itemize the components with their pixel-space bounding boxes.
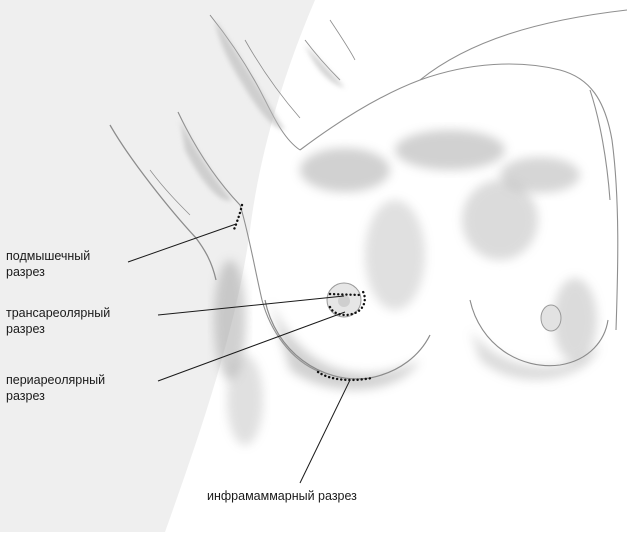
leader-inframammary xyxy=(300,380,350,483)
transareolar-label-line-2: разрез xyxy=(6,321,110,337)
inframammary-incision-label: инфрамаммарный разрез xyxy=(207,488,357,504)
axillary-incision-label: подмышечный разрез xyxy=(6,248,90,280)
inframammary-label-line-1: инфрамаммарный разрез xyxy=(207,488,357,504)
axillary-label-line-2: разрез xyxy=(6,264,90,280)
axillary-label-line-1: подмышечный xyxy=(6,248,90,264)
transareolar-label-line-1: трансареолярный xyxy=(6,305,110,321)
body-shading xyxy=(214,130,600,445)
periareolar-label-line-1: периареолярный xyxy=(6,372,105,388)
periareolar-incision-label: периареолярный разрез xyxy=(6,372,105,404)
transareolar-incision-label: трансареолярный разрез xyxy=(6,305,110,337)
periareolar-label-line-2: разрез xyxy=(6,388,105,404)
